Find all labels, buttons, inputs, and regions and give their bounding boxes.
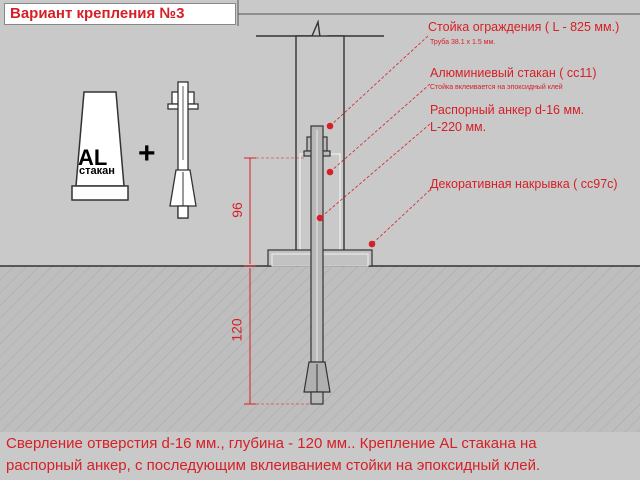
leader-dot-cover — [368, 240, 376, 248]
leader-dot-anchor — [316, 214, 324, 222]
dimension-upper: 96 — [228, 202, 245, 218]
leader-cup — [329, 83, 431, 173]
leader-post — [329, 35, 429, 127]
dimension-lower: 120 — [228, 318, 245, 342]
al-cup-label: AL — [78, 145, 108, 170]
callout-post-note: Труба 38.1 х 1.5 мм. — [430, 39, 496, 46]
plus-sign: + — [138, 137, 156, 170]
leader-cover — [371, 189, 431, 245]
anchor-tip — [310, 391, 324, 405]
callout-cover: Декоративная накрывка ( сс97с) — [430, 177, 618, 191]
al-cup-sublabel: стакан — [79, 165, 115, 177]
caption-line1: Сверление отверстия d-16 мм., глубина - … — [6, 435, 537, 452]
leader-dots — [316, 122, 376, 248]
callout-cup-note: Стойка вклеивается на эпоксидный клей — [430, 84, 563, 91]
bolt-icon-tip — [177, 205, 189, 219]
caption-line2: распорный анкер, с последующим вклеивани… — [6, 457, 541, 474]
leader-dot-post — [326, 122, 334, 130]
callout-anchor-line2: L-220 мм. — [430, 120, 487, 134]
callout-cup: Алюминиевый стакан ( сс11) — [430, 66, 597, 80]
al-cup-base — [71, 185, 129, 201]
callout-anchor-line1: Распорный анкер d-16 мм. — [430, 103, 585, 117]
leader-dot-cup — [326, 168, 334, 176]
leader-anchor — [319, 123, 431, 219]
leader-lines — [319, 35, 431, 245]
callout-post: Стойка ограждения ( L - 825 мм.) — [428, 20, 620, 34]
page-title: Вариант крепления №3 — [4, 3, 236, 25]
caption: Сверление отверстия d-16 мм., глубина - … — [6, 433, 636, 477]
